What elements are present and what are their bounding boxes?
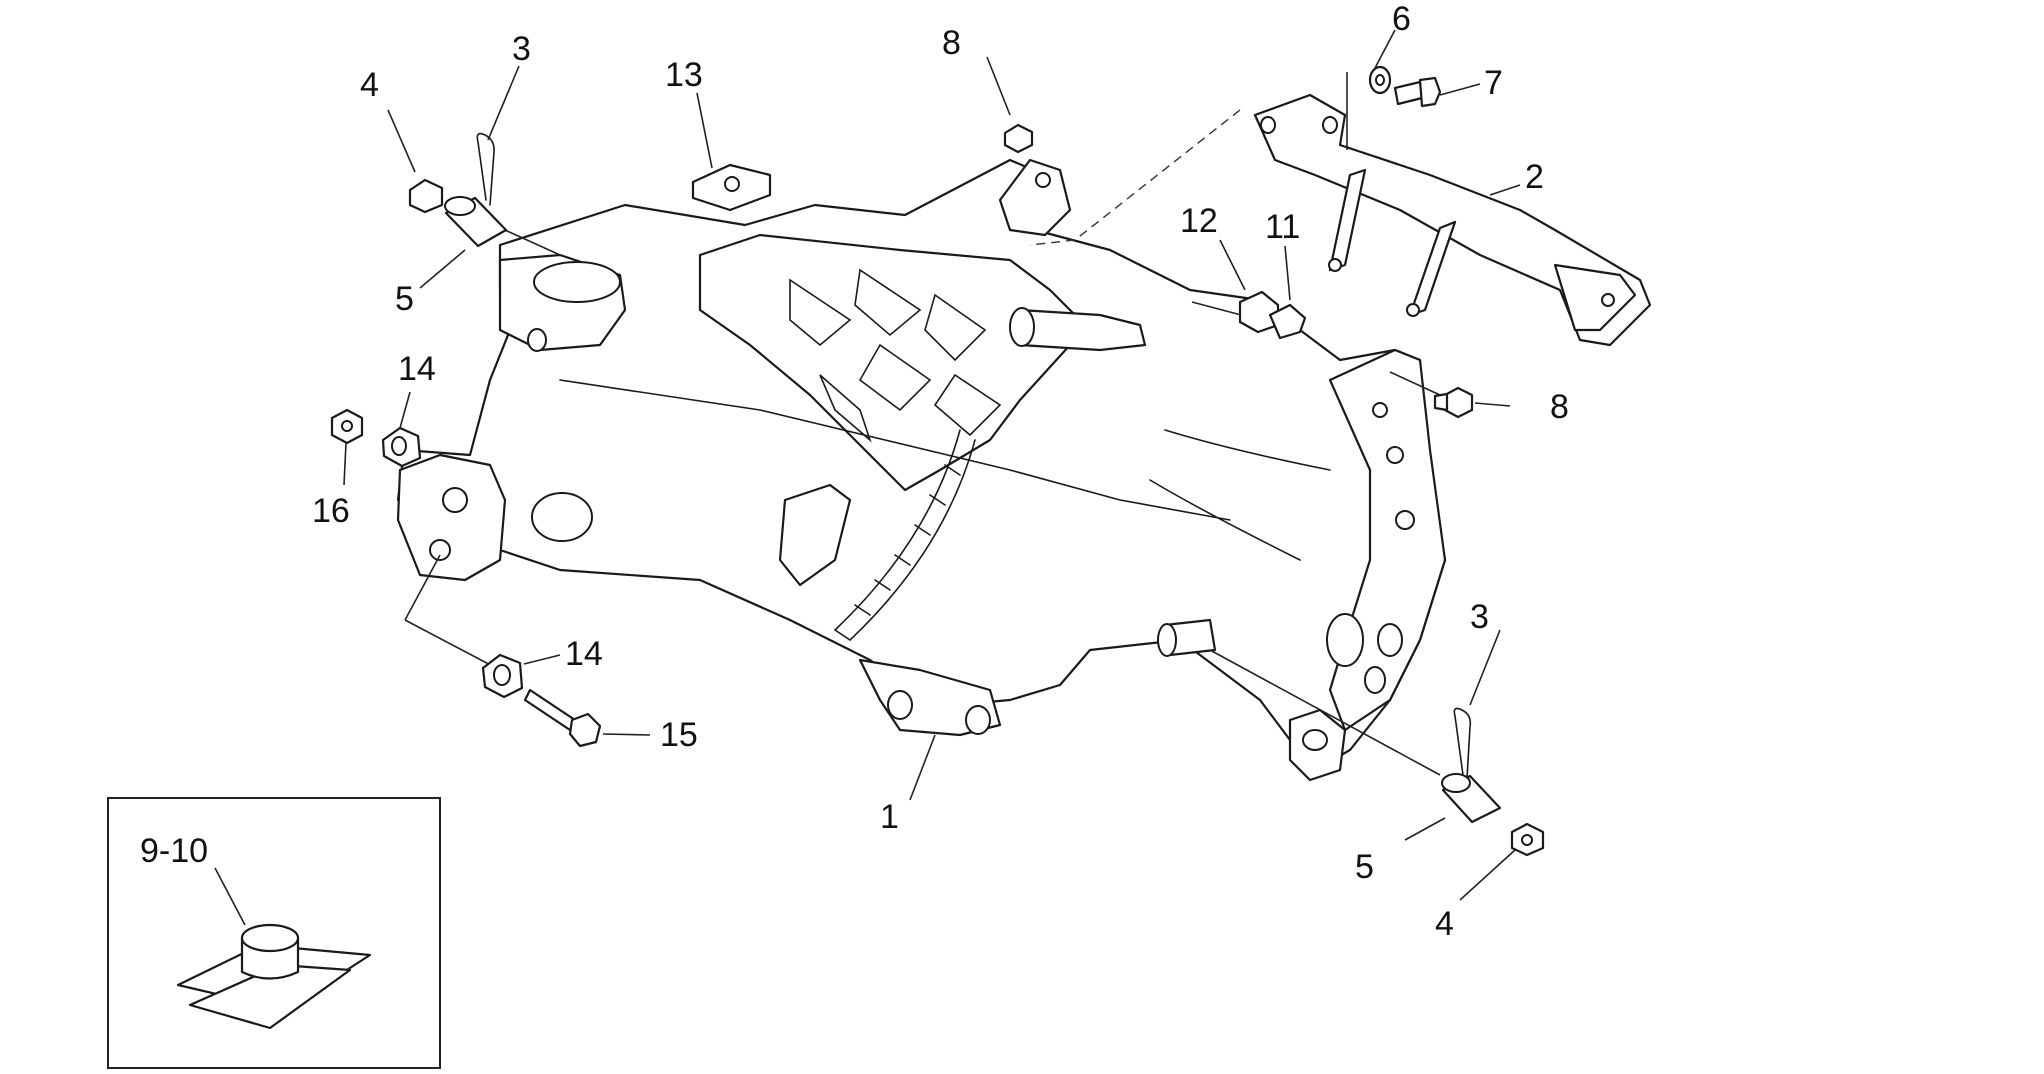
- label-cotter-pin-right: 3: [1470, 598, 1489, 636]
- frame-part-1: [396, 158, 1447, 782]
- inset-box-9-10: [107, 797, 441, 1069]
- washer-6: [1368, 65, 1392, 95]
- pin-right: [1441, 773, 1502, 824]
- label-bush-lower: 14: [565, 635, 603, 673]
- label-bolt-11: 11: [1265, 208, 1300, 246]
- label-washer: 6: [1392, 0, 1411, 38]
- label-cap-left: 4: [360, 66, 379, 104]
- cap-right: [1510, 822, 1545, 857]
- pivot-shaft: [1157, 618, 1441, 776]
- label-bush-upper: 14: [398, 350, 436, 388]
- alignment-line-8-right: [1389, 371, 1441, 396]
- label-cotter-pin-left: 3: [512, 30, 531, 68]
- label-clip-13: 13: [665, 56, 703, 94]
- part-labels: 1 2 3 3 4 4 5 5 6 7 8 8 9-10 11 12 13 14…: [140, 0, 1569, 943]
- bush-lower-14: [481, 653, 524, 699]
- screw-7: [1393, 76, 1442, 108]
- alignment-line-lower-mount-2: [404, 619, 501, 671]
- label-nut-right: 8: [1550, 388, 1569, 426]
- alignment-dashed-line: [1029, 109, 1241, 246]
- nut-right-8: [1433, 386, 1474, 419]
- clip-13: [691, 163, 772, 212]
- label-inset: 9-10: [140, 832, 208, 870]
- label-bolt-15: 15: [660, 716, 698, 754]
- label-part-12: 12: [1180, 202, 1218, 240]
- pin-left: [444, 196, 508, 248]
- nut-top-8: [1003, 123, 1034, 154]
- cotter-pin-right: [1453, 707, 1472, 779]
- label-cap-right: 4: [1435, 905, 1454, 943]
- label-pin-right: 5: [1355, 848, 1374, 886]
- alignment-line-lower-mount: [404, 554, 441, 621]
- label-nut-top: 8: [942, 24, 961, 62]
- leader-lines: [343, 29, 1521, 901]
- label-nut-16: 16: [312, 492, 350, 530]
- label-frame: 1: [880, 798, 899, 836]
- bush-upper-14: [381, 426, 422, 468]
- label-pin-left: 5: [395, 280, 414, 318]
- cap-left: [408, 178, 444, 214]
- bracket-part-2: [1253, 93, 1652, 347]
- label-bracket: 2: [1525, 158, 1544, 196]
- label-screw: 7: [1484, 64, 1503, 102]
- bolt-15: [523, 688, 602, 748]
- bolt-11: [1268, 303, 1307, 340]
- cotter-pin-left: [476, 132, 495, 206]
- nut-16: [330, 408, 364, 445]
